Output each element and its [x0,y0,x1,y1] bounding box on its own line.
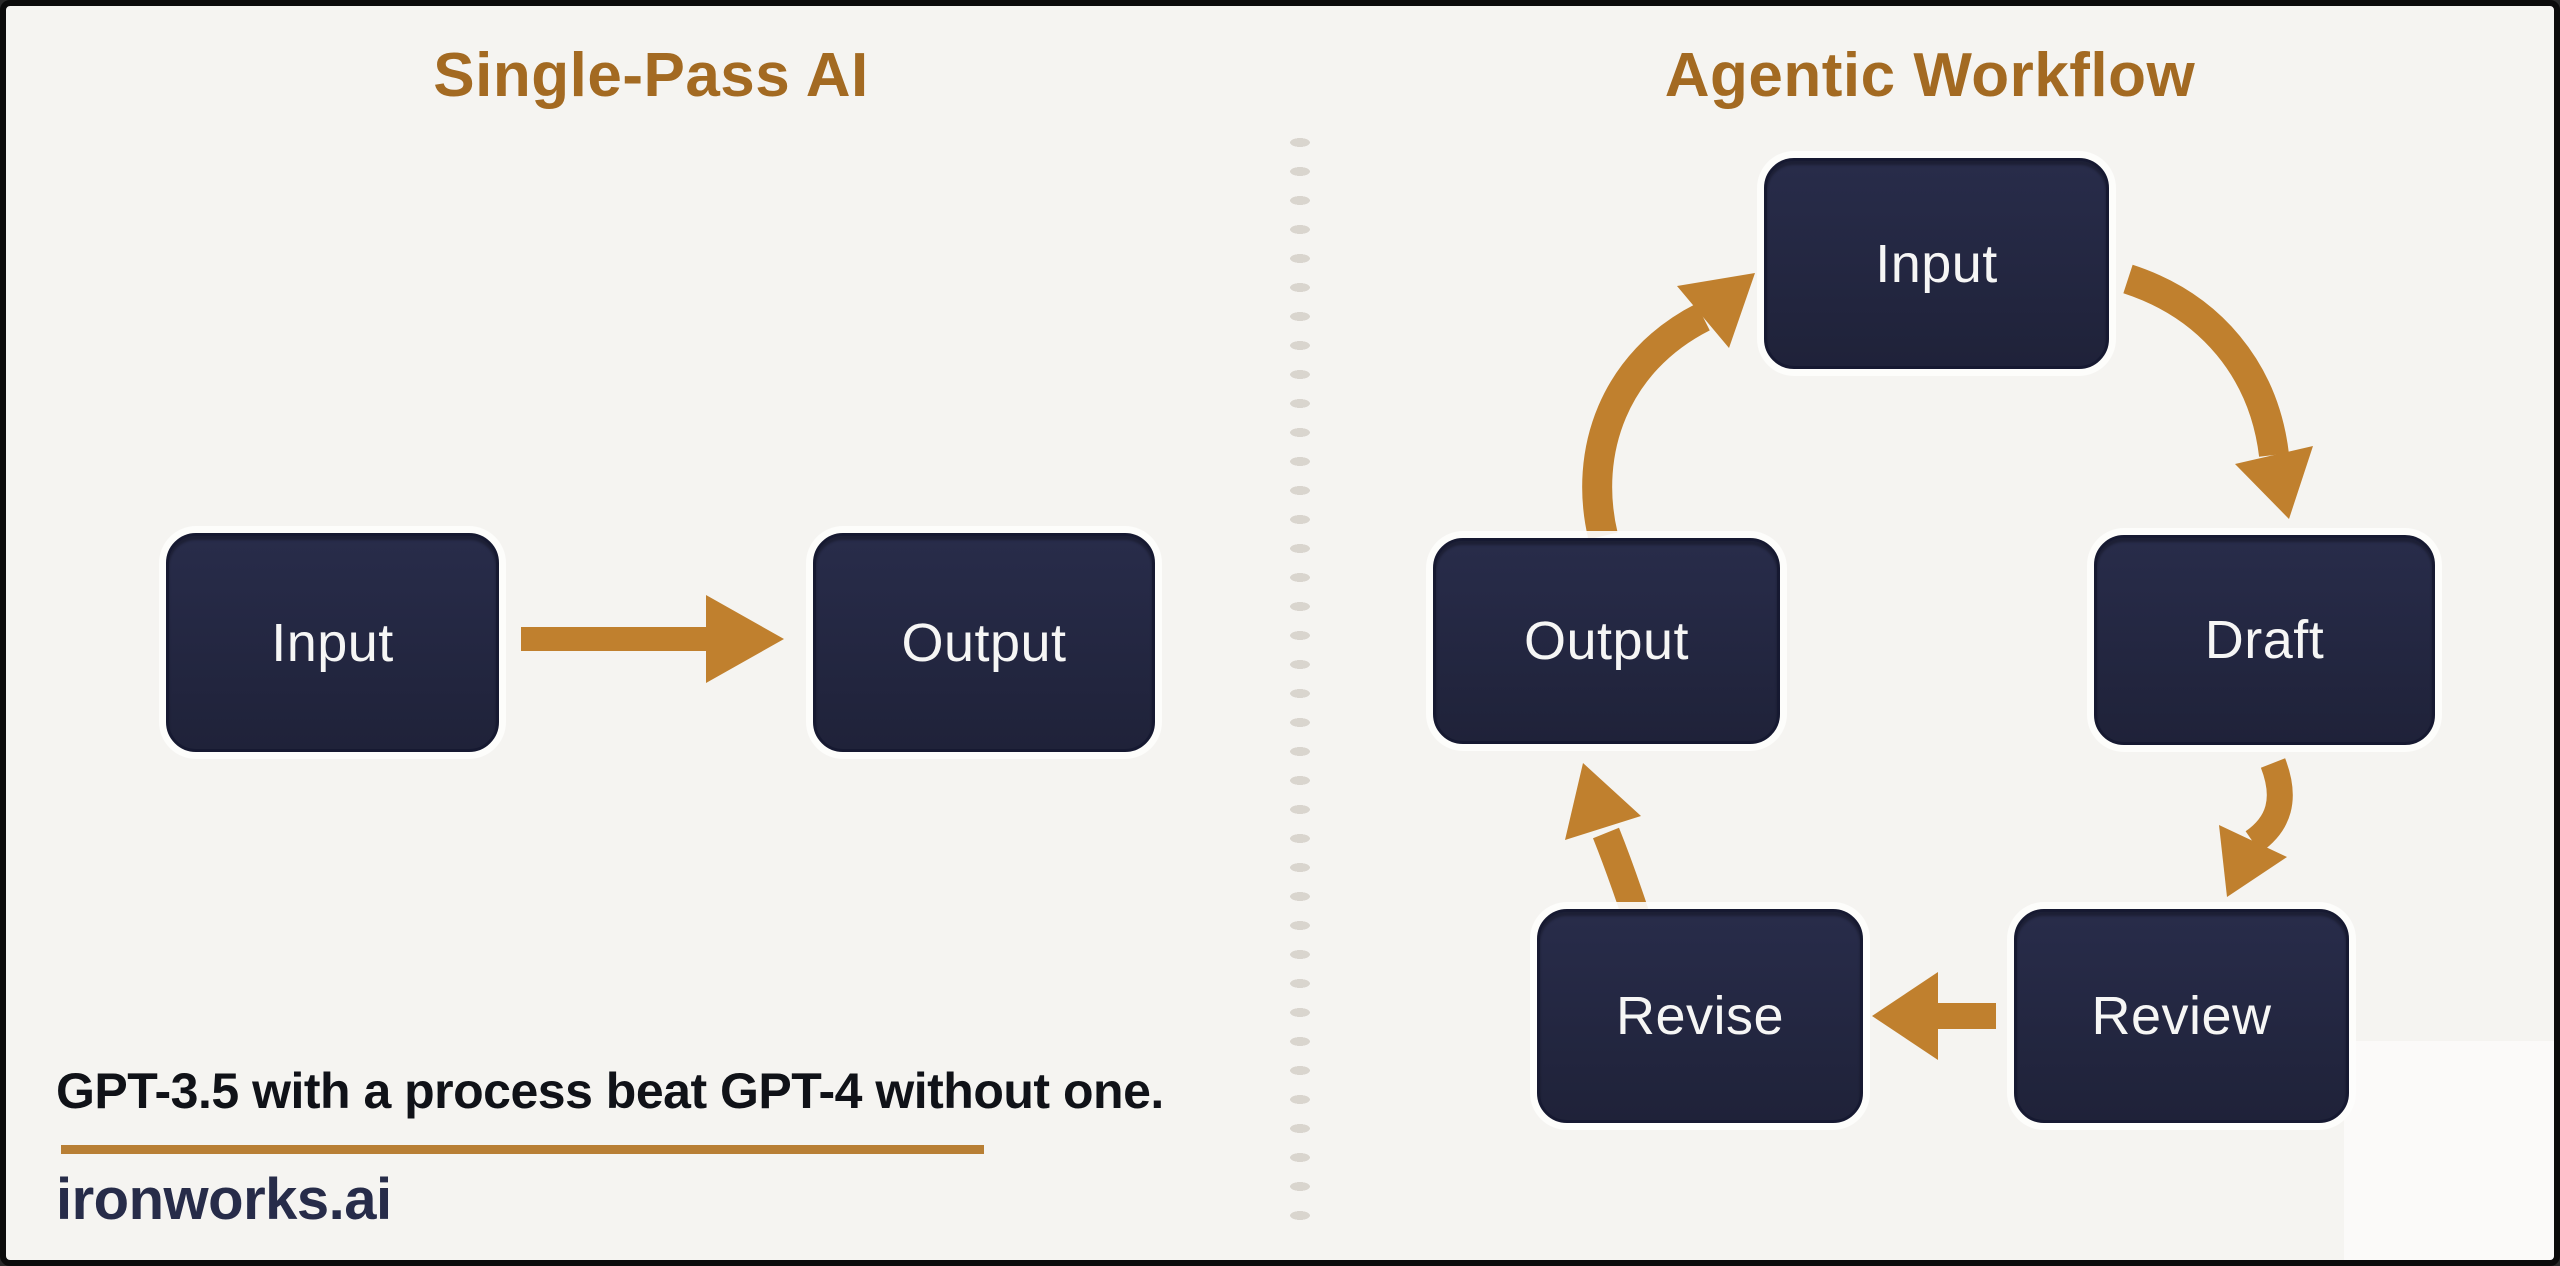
node-label: Review [2091,986,2272,1046]
arrowhead-revise-to-output [1565,763,1641,840]
node-cycle-output: Output [1433,538,1780,744]
arrowhead-input-to-draft [2235,446,2313,519]
background-light-patch [2344,1041,2554,1260]
node-cycle-input: Input [1764,158,2109,369]
node-cycle-revise: Revise [1537,909,1863,1123]
arrowhead-draft-to-review [2219,825,2287,897]
dotted-divider [1289,128,1311,1220]
right-panel-title: Agentic Workflow [1664,41,2196,110]
arrow-left-input-to-output [521,595,784,683]
node-singlepass-input: Input [166,533,499,752]
brand-text: ironworks.ai [56,1167,392,1232]
arrow-output-to-input [1582,303,1711,540]
node-cycle-review: Review [2014,909,2349,1123]
arrow-draft-to-review [2245,758,2293,853]
left-panel-title: Single-Pass AI [433,41,869,110]
node-label: Input [1875,233,1998,294]
tagline-text: GPT-3.5 with a process beat GPT-4 withou… [56,1063,1164,1119]
arrowhead-output-to-input [1677,273,1755,348]
node-label: Output [901,612,1067,673]
node-label: Draft [2204,610,2325,670]
arrow-revise-to-output [1593,827,1649,918]
node-singlepass-output: Output [813,533,1155,752]
node-cycle-draft: Draft [2094,535,2435,745]
arrows-layer [521,264,2313,1060]
node-label: Input [271,612,394,673]
arrow-review-to-revise [1872,972,1996,1060]
node-label: Output [1523,611,1690,671]
node-label: Revise [1615,986,1785,1046]
arrow-input-to-draft [2123,264,2289,458]
tagline-underline [61,1145,984,1154]
